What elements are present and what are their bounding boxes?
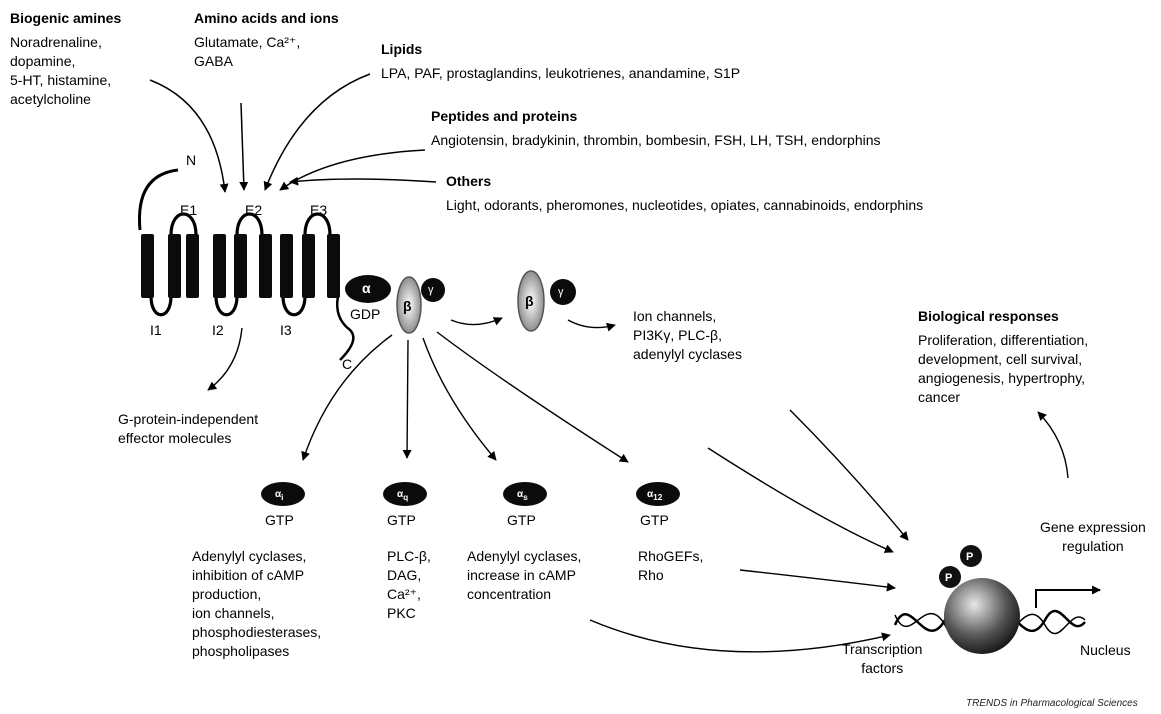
g-gamma-subunit bbox=[421, 278, 445, 302]
arrow-to-alpha-i bbox=[301, 334, 393, 461]
bio-items: Proliferation, differentiation, developm… bbox=[918, 332, 1089, 405]
transcription-start-arrow bbox=[1035, 585, 1101, 608]
ligand-group-biogenic: Biogenic amines Noradrenaline, dopamine,… bbox=[10, 9, 121, 109]
alpha-i-sub: i bbox=[281, 492, 284, 502]
arrow-to-alpha-12 bbox=[436, 331, 629, 463]
free-gamma-subunit bbox=[550, 279, 576, 305]
transcription-factors-label: Transcription factors bbox=[842, 641, 923, 676]
extracellular-loops bbox=[169, 212, 332, 236]
arrow-to-alpha-s bbox=[422, 337, 497, 461]
biogenic-items: Noradrenaline, dopamine, 5-HT, histamine… bbox=[10, 34, 112, 107]
betagamma-effectors-text: Ion channels, PI3Kγ, PLC-β, adenylyl cyc… bbox=[633, 308, 742, 362]
g-protein-heterotrimer bbox=[345, 275, 445, 334]
phosphate-2-label: P bbox=[966, 551, 974, 563]
loop-i3-label: I3 bbox=[280, 322, 292, 338]
ligand-group-others: Others Light, odorants, pheromones, nucl… bbox=[446, 172, 923, 215]
g-beta-subunit bbox=[396, 276, 422, 334]
alpha-gtp-subunits bbox=[261, 482, 680, 506]
loop-e2-label: E2 bbox=[245, 202, 263, 218]
arrow-amino bbox=[239, 102, 249, 191]
effector-arrows bbox=[207, 317, 1069, 653]
biogenic-title: Biogenic amines bbox=[10, 10, 122, 26]
alpha-12-symbol: α12 bbox=[647, 489, 663, 502]
gtp-label-q: GTP bbox=[387, 512, 416, 528]
peptides-title: Peptides and proteins bbox=[431, 108, 578, 124]
transmembrane-helices bbox=[141, 234, 340, 298]
arrow-alpha12-to-nucleus bbox=[739, 569, 896, 592]
phosphate-1-label: P bbox=[945, 572, 953, 584]
loop-i1-label: I1 bbox=[150, 322, 162, 338]
arrow-to-betagamma-effectors bbox=[567, 319, 616, 332]
transcription-factor-sphere bbox=[944, 578, 1020, 654]
free-beta-subunit bbox=[517, 270, 545, 332]
ligand-group-peptides: Peptides and proteins Angiotensin, brady… bbox=[431, 107, 881, 150]
arrow-lipids bbox=[263, 73, 371, 191]
alpha-q-effects: PLC-β, DAG, Ca²⁺, PKC bbox=[387, 548, 431, 621]
bio-title: Biological responses bbox=[918, 308, 1059, 324]
arrow-to-independent bbox=[207, 327, 243, 391]
ligand-group-lipids: Lipids LPA, PAF, prostaglandins, leukotr… bbox=[381, 40, 740, 83]
loop-e3-label: E3 bbox=[310, 202, 328, 218]
alpha-s-subunit bbox=[503, 482, 547, 506]
g-beta-label: β bbox=[403, 298, 412, 314]
ligand-arrows bbox=[149, 73, 437, 193]
arrow-to-biological-responses bbox=[1037, 411, 1069, 479]
intracellular-loops bbox=[149, 295, 307, 317]
peptides-items: Angiotensin, bradykinin, thrombin, bombe… bbox=[431, 132, 881, 148]
phosphate-2 bbox=[960, 545, 982, 567]
g-alpha-label: α bbox=[362, 280, 371, 296]
arrow-betagamma-to-nucleus bbox=[789, 409, 909, 541]
arrow-peptides bbox=[279, 149, 426, 191]
n-terminus-tail bbox=[137, 168, 179, 231]
alpha-q-symbol: αq bbox=[397, 489, 409, 502]
arrow-others bbox=[289, 176, 437, 186]
loop-i2-label: I2 bbox=[212, 322, 224, 338]
arrow-alpha-s-to-nucleus bbox=[589, 619, 891, 653]
biological-responses: Biological responses Proliferation, diff… bbox=[918, 307, 1088, 407]
source-credit: TRENDS in Pharmacological Sciences bbox=[966, 698, 1138, 709]
alpha-12-sub: 12 bbox=[653, 492, 663, 502]
arrow-independent-to-nucleus bbox=[707, 447, 894, 553]
gtp-label-i: GTP bbox=[265, 512, 294, 528]
alpha-q-subunit bbox=[383, 482, 427, 506]
amino-items: Glutamate, Ca²⁺, GABA bbox=[194, 34, 301, 69]
nucleus-label: Nucleus bbox=[1080, 642, 1131, 658]
alpha-s-sub: s bbox=[523, 492, 528, 502]
gtp-label-12: GTP bbox=[640, 512, 669, 528]
others-title: Others bbox=[446, 173, 492, 189]
c-terminus-label: C bbox=[342, 356, 353, 372]
g-gamma-label: γ bbox=[428, 284, 434, 296]
free-gamma-label: γ bbox=[558, 286, 564, 298]
lipids-title: Lipids bbox=[381, 41, 423, 57]
transcription-complex bbox=[893, 545, 1101, 654]
alpha-12-effects: RhoGEFs, Rho bbox=[638, 548, 704, 583]
gdp-label: GDP bbox=[350, 306, 381, 322]
alpha-s-symbol: αs bbox=[517, 489, 528, 502]
gtp-label-s: GTP bbox=[507, 512, 536, 528]
loop-e1-label: E1 bbox=[180, 202, 198, 218]
phosphate-1 bbox=[939, 566, 961, 588]
arrow-biogenic bbox=[149, 79, 229, 193]
lipids-items: LPA, PAF, prostaglandins, leukotrienes, … bbox=[381, 65, 741, 81]
free-betagamma bbox=[517, 270, 576, 332]
independent-effectors-text: G-protein-independent effector molecules bbox=[118, 411, 259, 446]
arrow-to-alpha-q bbox=[402, 339, 412, 459]
n-terminus-label: N bbox=[186, 152, 197, 168]
alpha-12-subunit bbox=[636, 482, 680, 506]
free-beta-label: β bbox=[525, 293, 534, 309]
alpha-i-subunit bbox=[261, 482, 305, 506]
amino-title: Amino acids and ions bbox=[194, 10, 339, 26]
ligand-group-amino: Amino acids and ions Glutamate, Ca²⁺, GA… bbox=[194, 9, 339, 71]
others-items: Light, odorants, pheromones, nucleotides… bbox=[446, 197, 924, 213]
alpha-i-symbol: αi bbox=[275, 489, 284, 502]
c-terminus-tail bbox=[336, 295, 355, 361]
g-alpha-subunit bbox=[345, 275, 391, 303]
alpha-s-effects: Adenylyl cyclases, increase in cAMP conc… bbox=[467, 548, 582, 602]
arrow-to-betagamma bbox=[450, 317, 503, 326]
gpcr-receptor bbox=[137, 168, 355, 361]
gene-expression-label: Gene expression regulation bbox=[1040, 519, 1146, 554]
alpha-i-effects: Adenylyl cyclases, inhibition of cAMP pr… bbox=[192, 548, 322, 659]
alpha-q-sub: q bbox=[403, 492, 409, 502]
